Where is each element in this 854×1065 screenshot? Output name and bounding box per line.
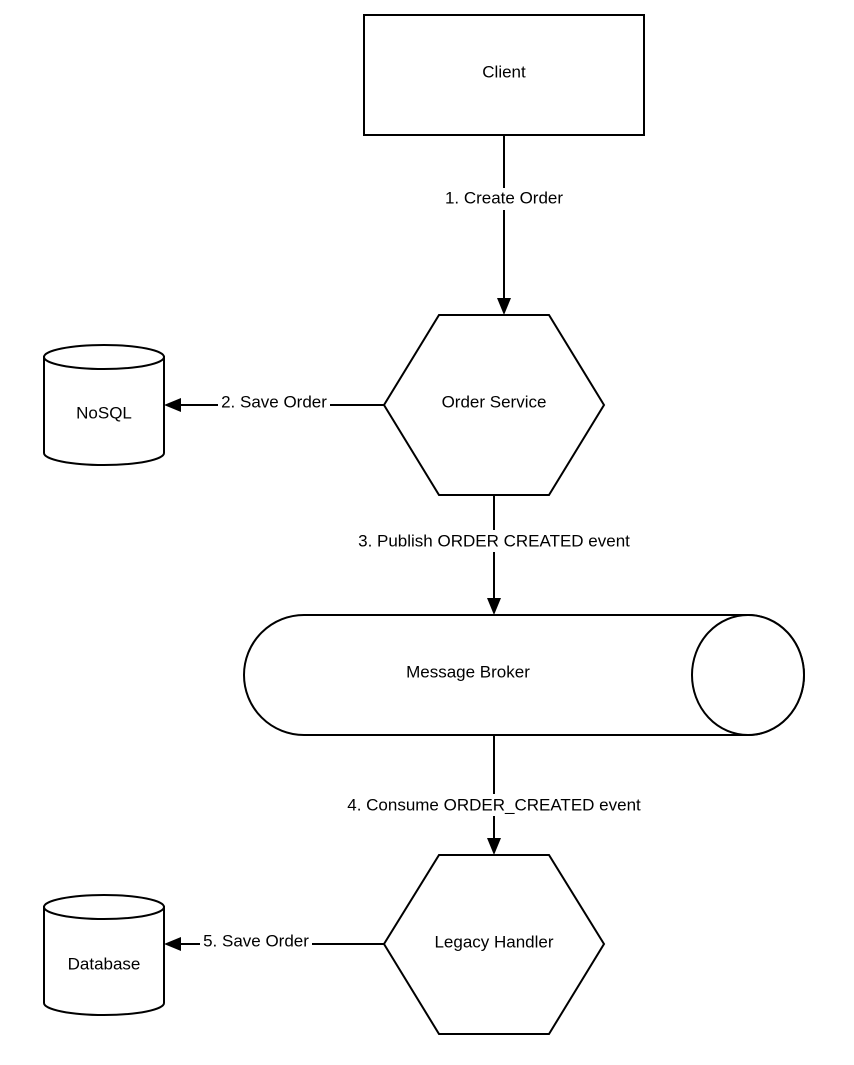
order-service-node: Order Service xyxy=(382,314,606,496)
nosql-label: NoSQL xyxy=(76,403,132,422)
edge-publish-order-created: 3. Publish ORDER CREATED event xyxy=(346,495,642,615)
edge-save-order-database: 5. Save Order xyxy=(164,931,384,954)
edge-label-create-order: 1. Create Order xyxy=(445,188,563,207)
edge-create-order: 1. Create Order xyxy=(434,135,574,315)
nosql-node: NoSQL xyxy=(43,344,165,466)
client-label: Client xyxy=(482,62,526,81)
database-node: Database xyxy=(43,894,165,1016)
edge-label-consume-order-created: 4. Consume ORDER_CREATED event xyxy=(347,795,641,814)
edge-save-order-nosql: 2. Save Order xyxy=(164,392,384,415)
database-label: Database xyxy=(68,954,141,973)
legacy-handler-node: Legacy Handler xyxy=(382,854,606,1035)
message-broker-label: Message Broker xyxy=(406,662,530,681)
order-service-label: Order Service xyxy=(442,392,547,411)
message-broker-node: Message Broker xyxy=(243,614,805,736)
edge-consume-order-created: 4. Consume ORDER_CREATED event xyxy=(336,735,652,855)
edge-label-save-order-nosql: 2. Save Order xyxy=(221,392,327,411)
edge-label-publish-order-created: 3. Publish ORDER CREATED event xyxy=(358,531,630,550)
legacy-handler-label: Legacy Handler xyxy=(434,932,553,951)
client-node: Client xyxy=(363,14,645,136)
edge-label-save-order-database: 5. Save Order xyxy=(203,931,309,950)
